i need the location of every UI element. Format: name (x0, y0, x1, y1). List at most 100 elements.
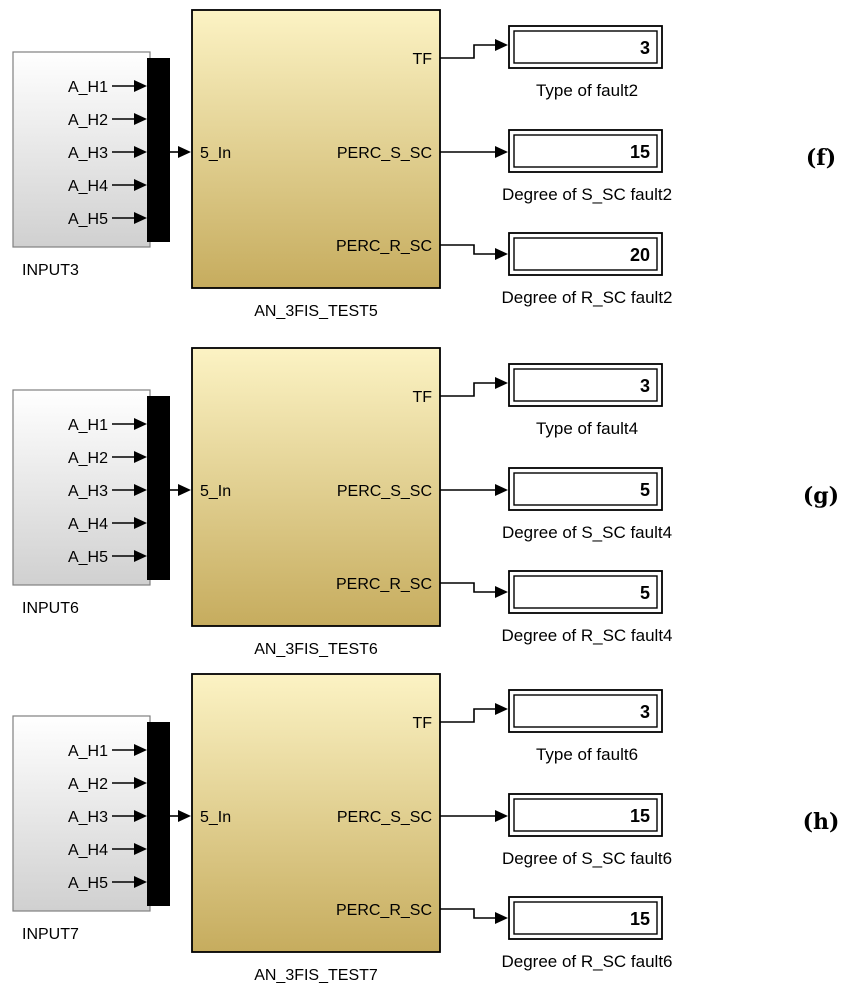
perc-r-sc-signal-line (440, 244, 495, 255)
display-inner-frame (513, 368, 658, 402)
subsystem-output-port: PERC_R_SC (336, 576, 432, 593)
tf-signal-line (440, 382, 495, 397)
input-port-label: A_H2 (68, 112, 108, 129)
arrow-icon (495, 586, 508, 598)
arrow-icon (134, 876, 147, 888)
arrow-icon (134, 146, 147, 158)
display-value: 15 (630, 806, 650, 826)
arrow-icon (134, 451, 147, 463)
arrow-icon (495, 912, 508, 924)
input-port-label: A_H4 (68, 516, 108, 533)
perc-r-sc-signal-line (440, 908, 495, 919)
input-port-label: A_H4 (68, 842, 108, 859)
arrow-icon (178, 810, 191, 822)
subsystem-output-port: PERC_R_SC (336, 238, 432, 255)
subsystem-output-port: PERC_S_SC (337, 483, 432, 500)
arrow-icon (134, 179, 147, 191)
display-value: 3 (640, 38, 650, 58)
arrow-icon (495, 248, 508, 260)
mux-block[interactable] (147, 396, 170, 580)
subsystem-input-port: 5_In (200, 145, 231, 162)
display-value: 20 (630, 245, 650, 265)
arrow-icon (178, 146, 191, 158)
arrow-icon (134, 113, 147, 125)
subsystem-block[interactable] (191, 347, 441, 627)
arrow-icon (495, 703, 508, 715)
panel-label: (h) (803, 809, 840, 835)
input-port-label: A_H1 (68, 417, 108, 434)
arrow-icon (495, 146, 508, 158)
display-inner-frame (513, 134, 658, 168)
display-caption: Degree of S_SC fault2 (502, 185, 672, 204)
display-value: 3 (640, 376, 650, 396)
display-value: 5 (640, 583, 650, 603)
arrow-icon (134, 80, 147, 92)
display-caption: Degree of R_SC fault4 (501, 626, 672, 645)
display-caption: Degree of R_SC fault6 (501, 952, 672, 971)
input-port-label: A_H3 (68, 483, 108, 500)
display-inner-frame (513, 472, 658, 506)
input-block-name: INPUT3 (22, 262, 79, 279)
subsystem-output-port: TF (412, 51, 432, 68)
display-inner-frame (513, 694, 658, 728)
subsystem-output-port: PERC_R_SC (336, 902, 432, 919)
input-block[interactable] (12, 51, 151, 248)
input-port-label: A_H2 (68, 776, 108, 793)
input-port-label: A_H2 (68, 450, 108, 467)
subsystem-output-port: PERC_S_SC (337, 809, 432, 826)
display-caption: Type of fault6 (536, 745, 638, 764)
input-port-label: A_H1 (68, 79, 108, 96)
arrow-icon (178, 484, 191, 496)
arrow-icon (134, 777, 147, 789)
arrow-icon (495, 810, 508, 822)
display-value: 15 (630, 142, 650, 162)
display-inner-frame (513, 575, 658, 609)
input-port-label: A_H5 (68, 211, 108, 228)
input-port-label: A_H3 (68, 145, 108, 162)
input-block[interactable] (12, 389, 151, 586)
display-value: 5 (640, 480, 650, 500)
arrow-icon (134, 744, 147, 756)
display-inner-frame (513, 901, 658, 935)
display-inner-frame (513, 798, 658, 832)
panel-1: A_H1A_H2A_H3A_H4A_H5INPUT35_InTFPERC_S_S… (12, 9, 836, 320)
arrow-icon (134, 212, 147, 224)
input-block-name: INPUT7 (22, 926, 79, 943)
subsystem-name: AN_3FIS_TEST6 (254, 641, 378, 658)
arrow-icon (495, 377, 508, 389)
arrow-icon (134, 418, 147, 430)
display-value: 15 (630, 909, 650, 929)
input-port-label: A_H1 (68, 743, 108, 760)
arrow-icon (134, 517, 147, 529)
subsystem-block[interactable] (191, 9, 441, 289)
arrow-icon (134, 550, 147, 562)
subsystem-input-port: 5_In (200, 483, 231, 500)
input-port-label: A_H5 (68, 875, 108, 892)
display-value: 3 (640, 702, 650, 722)
panel-label: (f) (806, 145, 836, 171)
input-port-label: A_H5 (68, 549, 108, 566)
subsystem-output-port: PERC_S_SC (337, 145, 432, 162)
subsystem-block[interactable] (191, 673, 441, 953)
tf-signal-line (440, 708, 495, 723)
subsystem-output-port: TF (412, 389, 432, 406)
display-caption: Degree of R_SC fault2 (501, 288, 672, 307)
display-caption: Type of fault2 (536, 81, 638, 100)
mux-block[interactable] (147, 58, 170, 242)
subsystem-name: AN_3FIS_TEST5 (254, 303, 378, 320)
arrow-icon (495, 484, 508, 496)
arrow-icon (134, 843, 147, 855)
display-inner-frame (513, 30, 658, 64)
panel-3: A_H1A_H2A_H3A_H4A_H5INPUT75_InTFPERC_S_S… (12, 673, 840, 984)
display-inner-frame (513, 237, 658, 271)
mux-block[interactable] (147, 722, 170, 906)
tf-signal-line (440, 44, 495, 59)
arrow-icon (134, 484, 147, 496)
input-block[interactable] (12, 715, 151, 912)
subsystem-output-port: TF (412, 715, 432, 732)
input-block-name: INPUT6 (22, 600, 79, 617)
panel-label: (g) (803, 483, 839, 509)
display-caption: Degree of S_SC fault4 (502, 523, 672, 542)
